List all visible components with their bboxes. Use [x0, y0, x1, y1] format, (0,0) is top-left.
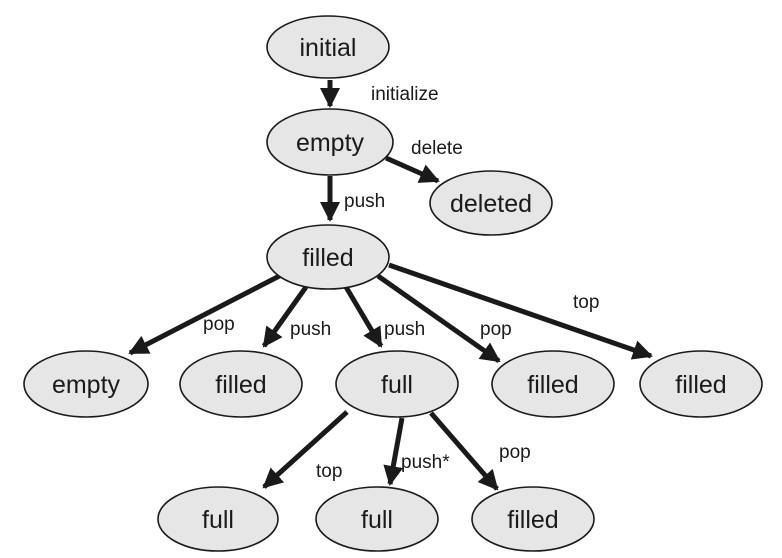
edge-empty1-to-deleted: delete [384, 138, 463, 184]
state-ellipse [471, 486, 595, 552]
state-node-filled3: filled [491, 350, 615, 418]
edge-label: top [573, 292, 599, 313]
state-ellipse [491, 350, 615, 418]
edge-label: pop [480, 319, 512, 340]
state-label: initial [300, 34, 357, 62]
state-label: full [381, 371, 413, 399]
state-node-empty2: empty [23, 350, 149, 418]
edge-filled1-to-filled3: pop [376, 273, 512, 364]
state-node-initial: initial [266, 15, 390, 79]
state-node-full3: full [315, 486, 439, 552]
edge-arrow [383, 417, 405, 486]
state-label: full [202, 506, 234, 534]
edge-filled1-to-filled2: push [261, 285, 331, 348]
state-node-filled1: filled [266, 224, 390, 290]
state-label: empty [52, 371, 121, 399]
state-ellipse [639, 350, 763, 418]
edge-label: push [384, 319, 425, 340]
edge-arrow [128, 267, 293, 356]
state-ellipse [429, 170, 553, 236]
state-ellipse [266, 224, 390, 290]
state-ellipse [157, 486, 279, 552]
state-ellipse [315, 486, 439, 552]
state-label: full [361, 506, 393, 534]
state-label: deleted [450, 190, 532, 218]
edge-arrow [262, 410, 349, 489]
state-ellipse [23, 350, 149, 418]
state-label: filled [675, 371, 726, 399]
state-label: empty [296, 129, 365, 157]
state-ellipse [179, 350, 303, 418]
state-ellipse [335, 350, 459, 418]
state-node-deleted: deleted [429, 170, 553, 236]
edge-label: pop [499, 442, 531, 463]
state-ellipse [266, 15, 390, 79]
edge-filled1-to-full1: push [343, 285, 425, 348]
edge-arrow [261, 285, 309, 348]
state-node-empty1: empty [266, 108, 394, 176]
state-node-filled2: filled [179, 350, 303, 418]
state-ellipse [266, 108, 394, 176]
nodes: initial empty deleted filled empty filled full… [23, 15, 763, 552]
edge-label: push* [401, 452, 450, 473]
edge-arrow [384, 155, 440, 184]
edge-arrow [343, 285, 384, 348]
state-label: filled [527, 371, 578, 399]
edge-filled1-to-empty2: pop [128, 267, 293, 356]
state-node-full1: full [335, 350, 459, 418]
edge-label: top [316, 461, 342, 482]
edge-arrow [388, 262, 653, 360]
edge-arrow [376, 273, 501, 364]
edge-label: delete [411, 138, 463, 159]
state-label: filled [302, 244, 353, 272]
edge-arrow [429, 411, 499, 491]
state-node-full2: full [157, 486, 279, 552]
state-node-filled4: filled [639, 350, 763, 418]
edge-label: push [344, 191, 385, 212]
edge-initial-to-empty1: initialize [320, 80, 439, 108]
edge-full1-to-full2: top [262, 410, 349, 489]
edge-full1-to-full3: push* [383, 417, 450, 486]
state-label: filled [507, 506, 558, 534]
edge-empty1-to-filled1: push [320, 176, 385, 222]
edge-filled1-to-filled4: top [388, 262, 653, 360]
edge-label: push [290, 319, 331, 340]
edges: initialize delete push pop push push pop top top… [128, 80, 653, 491]
edge-label: pop [203, 314, 235, 335]
edge-label: initialize [371, 84, 439, 105]
edge-full1-to-filled5: pop [429, 411, 531, 491]
state-label: filled [215, 371, 266, 399]
state-node-filled5: filled [471, 486, 595, 552]
